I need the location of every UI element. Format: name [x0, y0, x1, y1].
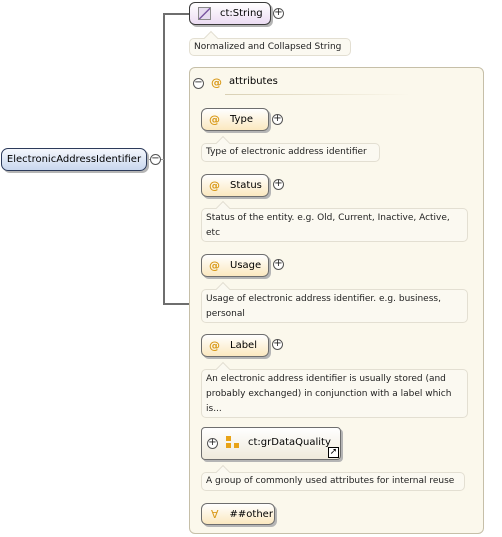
attribute-label-description: An electronic address identifier is usua… [201, 369, 468, 418]
connector-to-attributes [163, 303, 190, 305]
attribute-status-description: Status of the entity. e.g. Old, Current,… [201, 208, 468, 242]
attribute-status-box[interactable]: @ Status [201, 174, 269, 197]
connector-to-type [163, 13, 190, 15]
expand-type-icon[interactable]: + [273, 7, 284, 19]
expand-type-attribute-icon[interactable]: + [272, 113, 283, 125]
type-description: Normalized and Collapsed String [189, 38, 351, 56]
root-element-label: ElectronicAddressIdentifier [6, 154, 142, 165]
collapse-root-icon[interactable]: − [150, 153, 161, 165]
attribute-label-box[interactable]: @ Label [201, 334, 269, 357]
attribute-at-icon: @ [209, 259, 220, 272]
attribute-group-icon [226, 436, 240, 450]
attribute-type-box[interactable]: @ Type [201, 108, 269, 131]
attribute-at-icon: @ [209, 179, 220, 192]
expand-usage-attribute-icon[interactable]: + [273, 258, 284, 270]
attribute-label-label: Label [230, 340, 257, 351]
attributes-divider [225, 94, 410, 95]
attribute-group-description: A group of commonly used attributes for … [201, 472, 465, 491]
any-attribute-icon: ∀ [211, 507, 219, 521]
any-attribute-box[interactable]: ∀ ##other [201, 503, 275, 525]
attribute-at-icon: @ [209, 113, 220, 126]
expand-status-attribute-icon[interactable]: + [273, 178, 284, 190]
expand-label-attribute-icon[interactable]: + [272, 338, 283, 350]
attribute-usage-box[interactable]: @ Usage [201, 254, 269, 277]
go-to-definition-icon[interactable]: ➚ [328, 447, 339, 458]
attribute-status-label: Status [230, 180, 262, 191]
simple-type-icon [198, 7, 211, 20]
type-box[interactable]: ct:String [189, 2, 271, 25]
connector-trunk [163, 14, 165, 305]
attribute-type-description: Type of electronic address identifier [201, 143, 380, 162]
attributes-at-icon: @ [211, 76, 222, 89]
attributes-label: attributes [229, 76, 278, 87]
attribute-type-label: Type [230, 114, 253, 125]
root-element-box[interactable]: ElectronicAddressIdentifier [1, 148, 147, 171]
attribute-usage-description: Usage of electronic address identifier. … [201, 289, 468, 323]
expand-group-icon[interactable]: + [207, 437, 218, 449]
any-attribute-label: ##other [229, 508, 273, 520]
collapse-attributes-icon[interactable]: − [193, 77, 204, 89]
attribute-usage-label: Usage [230, 260, 262, 271]
attribute-group-box[interactable]: + ct:grDataQuality ➚ [201, 427, 341, 460]
attribute-at-icon: @ [209, 339, 220, 352]
attribute-group-label: ct:grDataQuality [248, 437, 331, 448]
type-label: ct:String [220, 8, 263, 19]
